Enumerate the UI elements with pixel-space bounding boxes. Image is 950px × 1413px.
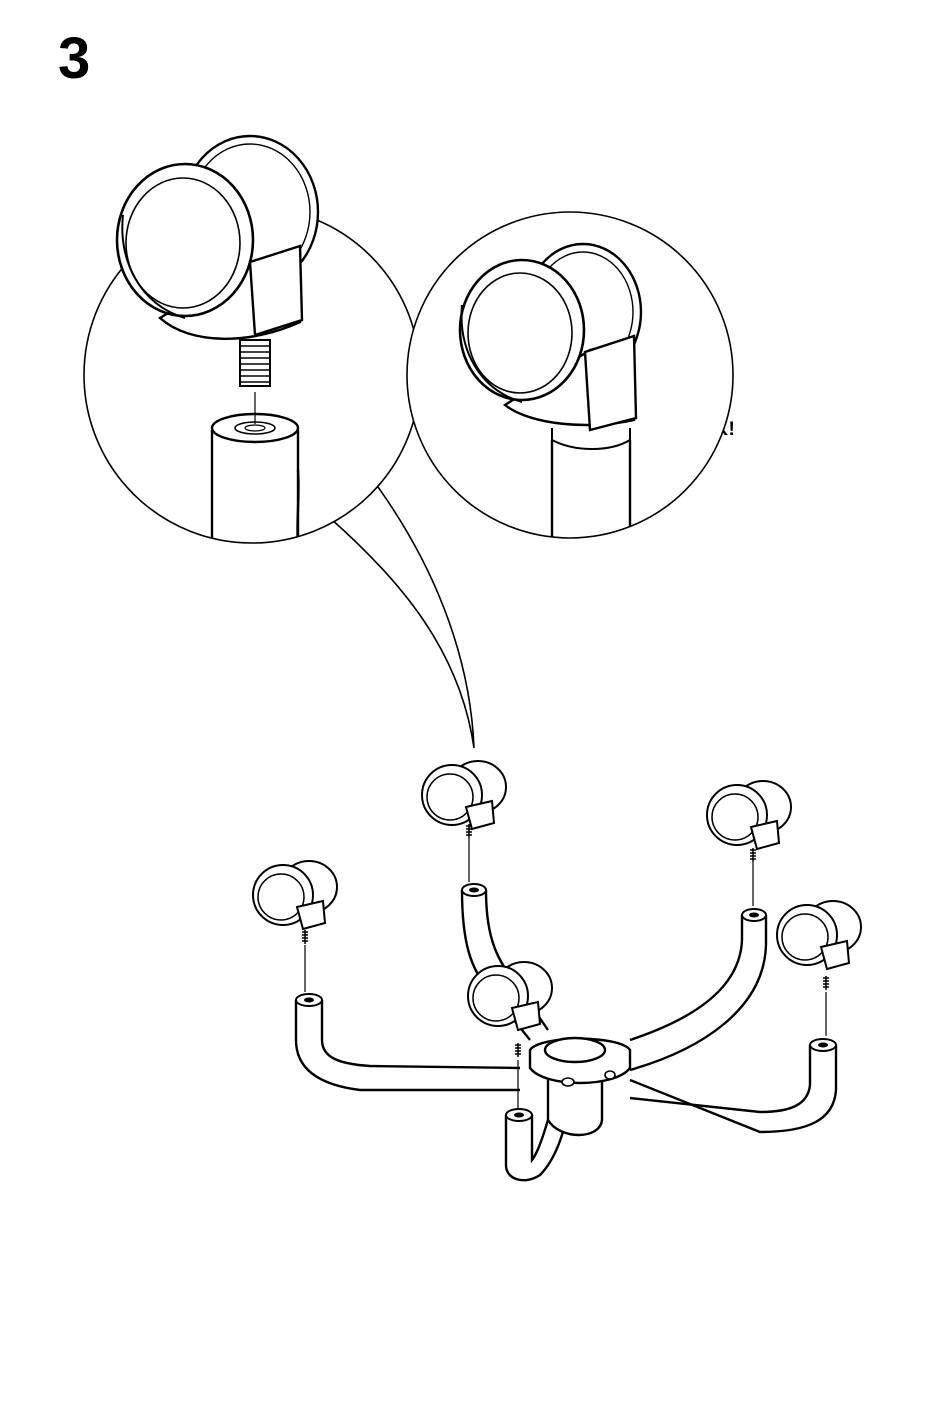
threaded-stem-icon bbox=[302, 824, 829, 1057]
caster-wheel-icon bbox=[253, 761, 861, 1030]
zoom-callout-icon bbox=[330, 487, 474, 748]
detail-circle-after bbox=[407, 212, 733, 545]
star-base-icon bbox=[296, 884, 836, 1180]
threaded-stem-icon bbox=[240, 340, 270, 386]
